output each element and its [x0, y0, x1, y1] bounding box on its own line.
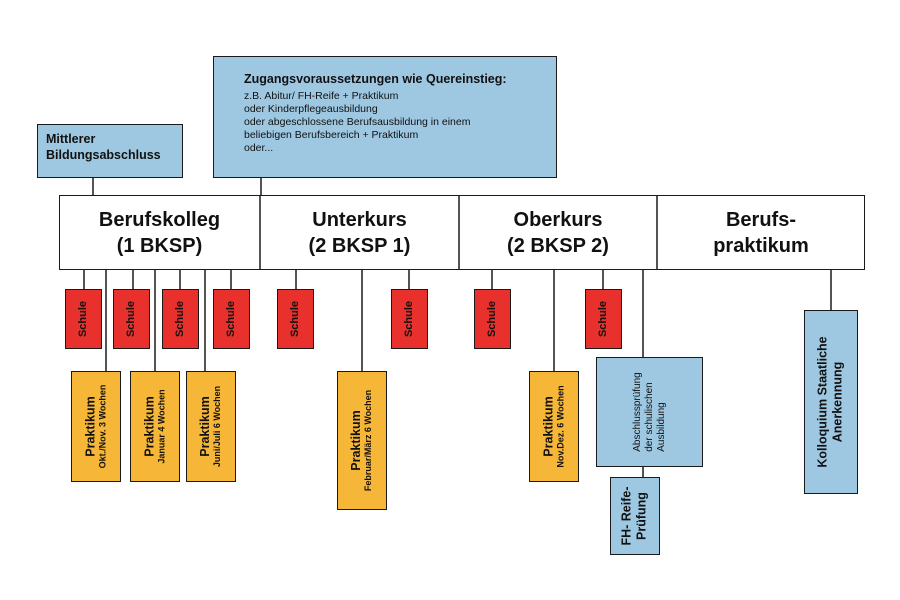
- praktikum-title: Praktikum: [198, 396, 213, 457]
- abschlusspruefung-box: Abschlussprüfung der schulischen Ausbild…: [596, 357, 703, 467]
- fh-reife-pruefung-box: FH- Reife- Prüfung: [610, 477, 660, 555]
- stage-berufskolleg: Berufskolleg (1 BKSP): [59, 195, 260, 270]
- kolloquium-box: Kolloquium Staatliche Anerkennung: [804, 310, 858, 494]
- stage-unterkurs: Unterkurs (2 BKSP 1): [260, 195, 459, 270]
- schule-box: Schule: [474, 289, 511, 349]
- praktikum-title: Praktikum: [142, 396, 157, 457]
- abschlusspruefung-line: der schulischen: [643, 382, 655, 452]
- schule-box: Schule: [65, 289, 102, 349]
- stage-oberkurs: Oberkurs (2 BKSP 2): [459, 195, 657, 270]
- praktikum-detail: Nov.Dez. 6 Wochen: [555, 385, 566, 468]
- stage-subtitle: praktikum: [713, 234, 809, 257]
- praktikum-box: Praktikum Juni/Juli 6 Wochen: [186, 371, 236, 482]
- stage-title: Berufskolleg: [98, 208, 221, 231]
- schule-label: Schule: [125, 300, 138, 338]
- schule-box: Schule: [391, 289, 428, 349]
- schule-label: Schule: [486, 300, 499, 338]
- schule-box: Schule: [277, 289, 314, 349]
- stage-title: Oberkurs: [513, 208, 603, 231]
- stage-subtitle: (1 BKSP): [116, 234, 203, 257]
- zugang-line: z.B. Abitur/ FH-Reife + Praktikum: [244, 90, 399, 102]
- praktikum-box: Praktikum Nov.Dez. 6 Wochen: [529, 371, 579, 482]
- stage-title: Unterkurs: [312, 208, 407, 231]
- schule-box: Schule: [213, 289, 250, 349]
- stage-bar: [59, 195, 865, 270]
- praktikum-box: Praktikum Januar 4 Wochen: [130, 371, 180, 482]
- abschluss-line-2: Bildungsabschluss: [46, 148, 161, 162]
- praktikum-title: Praktikum: [349, 410, 364, 471]
- praktikum-title: Praktikum: [83, 396, 98, 457]
- zugang-line: beliebigen Berufsbereich + Praktikum: [244, 129, 419, 141]
- schule-box: Schule: [585, 289, 622, 349]
- praktikum-detail: Juni/Juli 6 Wochen: [212, 385, 223, 468]
- stage-title: Berufs-: [725, 208, 796, 231]
- stage-subtitle: (2 BKSP 1): [308, 234, 411, 257]
- praktikum-detail: Februar/März 6 Wochen: [363, 389, 374, 492]
- fh-reife-line: Prüfung: [635, 492, 649, 540]
- zugang-line: oder Kinderpflegeausbildung: [244, 103, 378, 115]
- praktikum-box: Praktikum Februar/März 6 Wochen: [337, 371, 387, 510]
- fh-reife-line: FH- Reife-: [620, 486, 634, 546]
- schule-label: Schule: [174, 300, 187, 338]
- mittlerer-bildungsabschluss-box: Mittlerer Bildungsabschluss: [37, 124, 183, 178]
- schule-label: Schule: [225, 300, 238, 338]
- zugang-line: oder...: [244, 142, 274, 154]
- schule-label: Schule: [597, 300, 610, 338]
- schule-box: Schule: [162, 289, 199, 349]
- praktikum-detail: Okt./Nov. 3 Wochen: [97, 384, 108, 469]
- stage-subtitle: (2 BKSP 2): [507, 234, 609, 257]
- schule-label: Schule: [77, 300, 90, 338]
- abschlusspruefung-line: Ausbildung: [655, 402, 667, 452]
- zugang-title: Zugangsvoraussetzungen wie Quereinstieg:: [244, 72, 507, 86]
- schule-label: Schule: [403, 300, 416, 338]
- stage-berufspraktikum: Berufs- praktikum: [657, 195, 865, 270]
- praktikum-title: Praktikum: [541, 396, 556, 457]
- zugang-line: oder abgeschlossene Berufsausbildung in …: [244, 116, 471, 128]
- zugangsvoraussetzungen-box: Zugangsvoraussetzungen wie Quereinstieg:…: [213, 56, 557, 178]
- abschluss-line-1: Mittlerer: [46, 132, 96, 146]
- schule-box: Schule: [113, 289, 150, 349]
- schule-label: Schule: [289, 300, 302, 338]
- kolloquium-line: Anerkennung: [831, 361, 846, 443]
- praktikum-box: Praktikum Okt./Nov. 3 Wochen: [71, 371, 121, 482]
- abschlusspruefung-line: Abschlussprüfung: [631, 372, 643, 452]
- praktikum-detail: Januar 4 Wochen: [156, 389, 167, 464]
- kolloquium-line: Kolloquium Staatliche: [816, 336, 831, 468]
